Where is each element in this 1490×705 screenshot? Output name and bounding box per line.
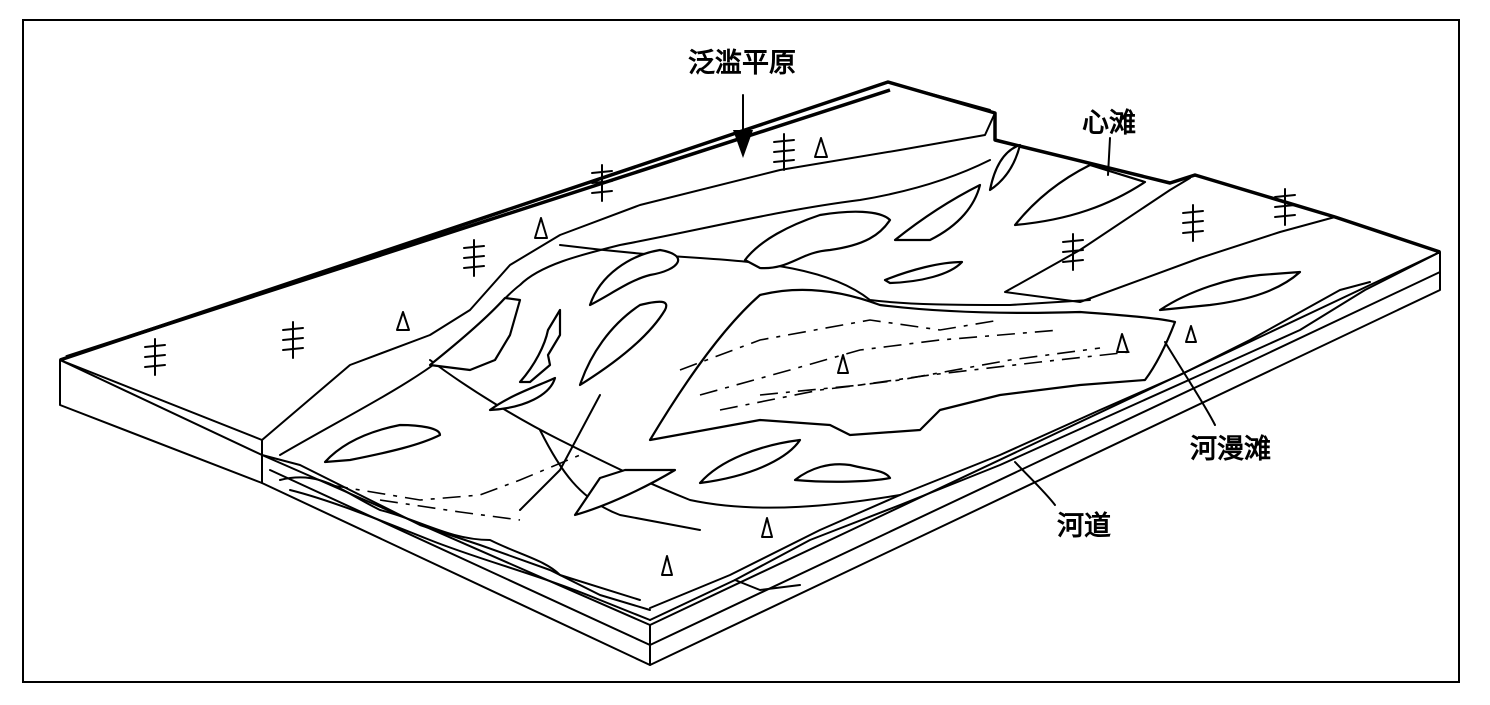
channel-bars [323, 143, 1302, 517]
diagram-frame [22, 19, 1460, 683]
sand-triangle-icon [661, 555, 673, 576]
bar-1 [648, 288, 1177, 442]
vegetation-icon [591, 164, 613, 202]
vegetation-icon [144, 338, 166, 376]
bedding-lines [329, 319, 1131, 521]
label-floodplain: 泛滥平原 [688, 48, 796, 79]
bar-14 [698, 438, 802, 485]
sand-triangle-icon [1185, 325, 1197, 343]
leader-lines [733, 94, 1216, 506]
bar-8 [578, 300, 668, 387]
top-surface [59, 80, 1441, 456]
bar-6 [988, 143, 1022, 192]
bar-12 [323, 423, 442, 464]
vegetation-icon [1062, 233, 1084, 271]
bar-3 [893, 183, 982, 242]
bar-13 [573, 468, 677, 517]
sand-triangle-icon [814, 137, 828, 158]
sand-triangle-icon [1116, 333, 1129, 353]
sand-symbols [396, 137, 1197, 576]
label-mid-channel-bar: 心滩 [1082, 107, 1136, 139]
bar-7 [588, 248, 680, 307]
vegetation-symbols [144, 133, 1296, 376]
sand-triangle-icon [534, 217, 548, 239]
arrow-down-icon [733, 130, 753, 158]
bar-2 [743, 210, 892, 270]
sand-triangle-icon [396, 311, 410, 331]
sand-triangle-icon [837, 354, 849, 374]
bar-10 [488, 376, 557, 412]
label-channel: 河道 [1057, 510, 1111, 542]
vegetation-icon [463, 239, 485, 277]
sand-triangle-icon [761, 517, 773, 538]
vegetation-icon [1182, 204, 1204, 242]
bar-11 [428, 296, 522, 372]
label-river-floodplain: 河漫滩 [1190, 433, 1271, 465]
vegetation-icon [282, 321, 304, 359]
bar-4 [883, 260, 964, 285]
bar-16 [1158, 270, 1302, 312]
bar-5 [1013, 163, 1147, 227]
vegetation-icon [773, 133, 795, 171]
bar-15 [793, 463, 892, 483]
bar-9 [518, 308, 562, 384]
channel-bed [261, 251, 1441, 621]
vegetation-icon [1274, 188, 1296, 226]
